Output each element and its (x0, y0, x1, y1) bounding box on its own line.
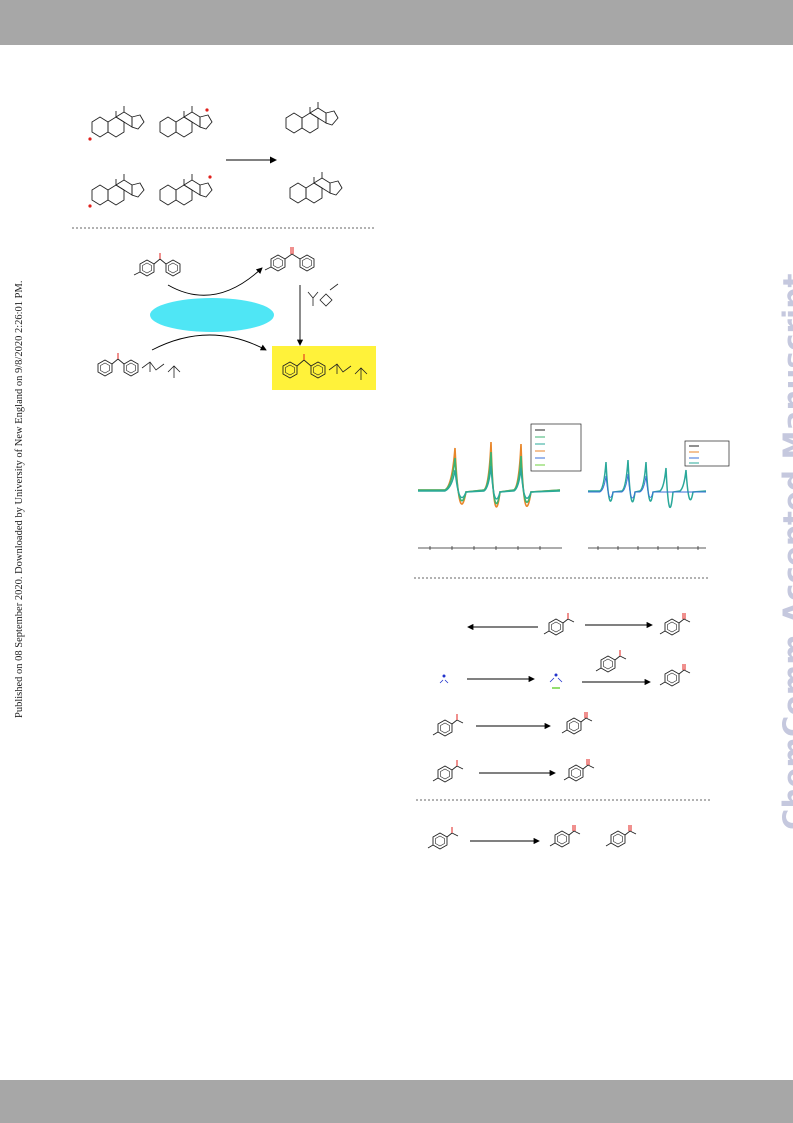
catalytic-cycle-panel (97, 247, 376, 390)
diaryl-ether-structure-icon (264, 247, 315, 272)
steroid-structure-icon (159, 105, 213, 138)
ketone-product-icon (660, 664, 690, 686)
diaryl-ether-structure-icon (133, 253, 181, 277)
ketone-product-icon (562, 712, 592, 734)
ketone-product-icon (564, 759, 594, 781)
steroid-structure-icon (285, 101, 339, 134)
selectivity-panel (428, 825, 636, 849)
benzylic-substrate-icon (596, 650, 626, 672)
footer-band (0, 1080, 793, 1123)
benzylic-substrate-icon (433, 714, 463, 736)
catalyst-ellipse (150, 298, 274, 332)
ketone-product-icon (660, 613, 690, 635)
radical-species-icon (549, 673, 563, 689)
legend-box (684, 440, 730, 467)
legend-box (530, 423, 582, 472)
header-band (0, 0, 793, 45)
benzylic-substrate-icon (433, 760, 463, 782)
control-experiments-panel (433, 613, 690, 782)
radical-species-icon (439, 674, 449, 684)
steroid-panel (88, 101, 343, 208)
highlighted-product-box (272, 346, 376, 390)
steroid-structure-icon (289, 171, 343, 204)
benzylic-substrate-icon (428, 827, 458, 849)
steroid-structure-icon (159, 173, 213, 206)
epr-spectrum-right (588, 440, 730, 550)
diaryl-ether-structure-icon (97, 353, 181, 378)
ketone-product-icon (606, 825, 636, 847)
epr-spectrum-left (418, 423, 582, 550)
ketone-product-icon (550, 825, 580, 847)
benzylic-substrate-icon (544, 613, 574, 635)
steroid-structure-icon (88, 105, 145, 141)
diaryl-ether-structure-icon (282, 354, 368, 380)
steroid-structure-icon (88, 173, 145, 208)
